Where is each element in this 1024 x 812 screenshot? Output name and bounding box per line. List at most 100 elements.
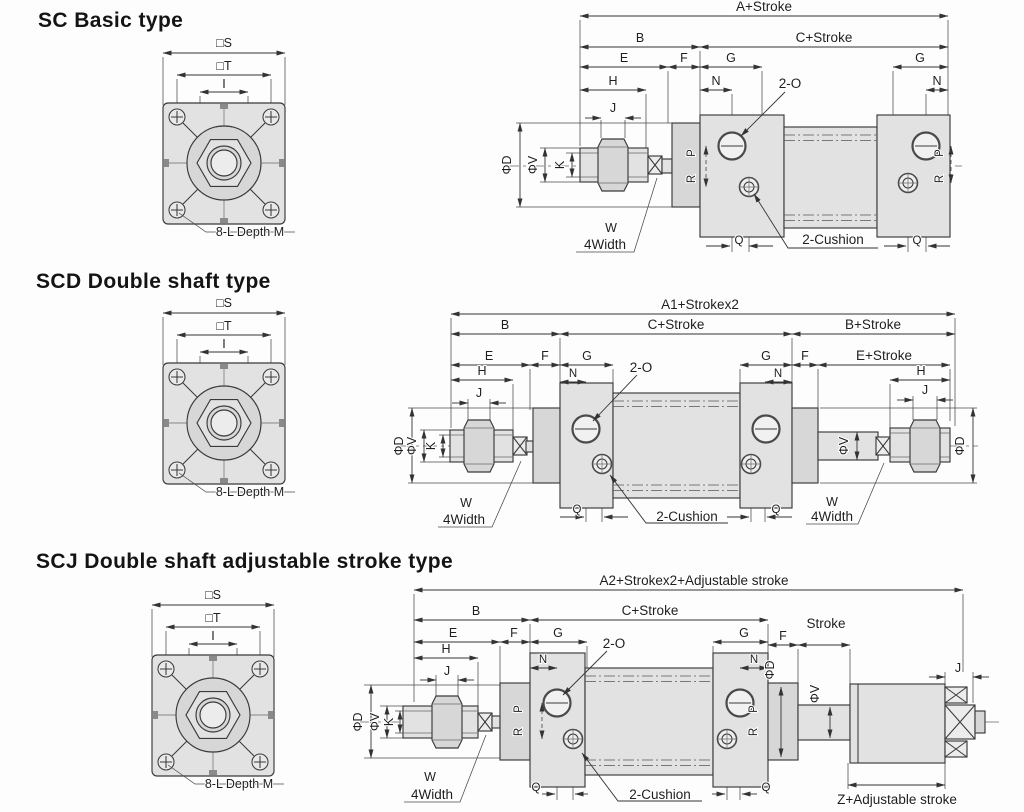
dim-i: I bbox=[222, 77, 225, 91]
cushion-screw-left bbox=[738, 176, 760, 198]
rod-stub-left bbox=[525, 440, 534, 453]
dim-r-right: R bbox=[748, 728, 760, 736]
dim-j-left: J bbox=[444, 664, 450, 678]
dim-h: H bbox=[441, 642, 450, 656]
dim-f-right: F bbox=[779, 629, 787, 643]
dim-stroke: Stroke bbox=[806, 616, 845, 631]
dim-k: K bbox=[382, 717, 396, 726]
dim-g-right: G bbox=[739, 626, 749, 640]
dim-phi-d-right: ΦD bbox=[953, 436, 967, 455]
dim-n-left: N bbox=[539, 654, 547, 666]
dim-g-left: G bbox=[726, 51, 736, 65]
dim-j-right: J bbox=[922, 383, 928, 397]
dim-phi-v-right: ΦV bbox=[837, 436, 851, 455]
dim-q-right: Q bbox=[762, 782, 771, 794]
cushion-screw-right bbox=[897, 172, 919, 194]
dim-square-s: □S bbox=[216, 296, 232, 310]
scj-front-view: □S □T I 8-L Depth M bbox=[152, 587, 284, 792]
dim-g-right: G bbox=[915, 51, 925, 65]
cushion-leader bbox=[609, 474, 728, 524]
dim-j-right: J bbox=[955, 661, 961, 675]
dim-p-left: P bbox=[686, 149, 698, 157]
shaft-right bbox=[817, 431, 879, 461]
port-label: 2-O bbox=[603, 636, 626, 651]
dim-w: W bbox=[424, 770, 436, 784]
front-flange bbox=[671, 122, 701, 208]
cushion-label: 2-Cushion bbox=[629, 787, 691, 802]
wrench-flat-right bbox=[875, 436, 891, 456]
width-leader-left bbox=[438, 460, 522, 528]
dim-r-right: R bbox=[934, 175, 946, 183]
dim-phi-v-left: ΦV bbox=[368, 712, 382, 731]
dim-i: I bbox=[222, 337, 225, 351]
scd-side-view: A1+Strokex2 B C+Stroke B+Stroke E F G G … bbox=[391, 296, 978, 528]
section-title-scd: SCD Double shaft type bbox=[36, 270, 271, 293]
dim-square-t: □T bbox=[216, 59, 232, 73]
dim-e-stroke: E+Stroke bbox=[856, 348, 912, 363]
dim-4width-left: 4Width bbox=[443, 512, 485, 527]
rear-cover bbox=[712, 652, 769, 788]
wrench-flat-left bbox=[512, 436, 528, 456]
cylinder-tube bbox=[783, 126, 878, 229]
dim-e: E bbox=[485, 349, 493, 363]
dim-n-right: N bbox=[750, 654, 758, 666]
dim-i: I bbox=[211, 629, 214, 643]
dim-f-right: F bbox=[801, 349, 809, 363]
scj-side-view: A2+Strokex2+Adjustable stroke B C+Stroke… bbox=[350, 572, 1000, 808]
dim-j: J bbox=[610, 101, 616, 115]
width-leader bbox=[576, 177, 658, 253]
rear-plate bbox=[767, 682, 799, 761]
port-label: 2-O bbox=[779, 76, 802, 91]
cushion-label: 2-Cushion bbox=[802, 232, 864, 247]
dim-a-stroke: A+Stroke bbox=[736, 0, 792, 14]
dim-b: B bbox=[472, 604, 480, 618]
cushion-leader bbox=[581, 752, 702, 802]
dim-g-right: G bbox=[761, 349, 771, 363]
dim-p-right: P bbox=[934, 149, 946, 157]
dim-b: B bbox=[636, 31, 644, 45]
cushion-leader bbox=[753, 193, 878, 249]
dim-n-left: N bbox=[711, 74, 720, 88]
dim-q-right: Q bbox=[772, 504, 781, 516]
scd-front-view: □S □T I 8-L Depth M bbox=[163, 295, 295, 500]
dim-square-s: □S bbox=[205, 588, 221, 602]
dim-k: K bbox=[553, 160, 567, 169]
rear-flange bbox=[791, 407, 819, 484]
rod-stub bbox=[491, 715, 501, 729]
port-leader bbox=[562, 650, 608, 696]
dim-r-left: R bbox=[686, 175, 698, 183]
dim-w: W bbox=[605, 221, 617, 235]
screw-note: 8-L Depth M bbox=[216, 225, 284, 239]
cushion-screw-left bbox=[562, 728, 584, 750]
dim-4width: 4Width bbox=[584, 237, 626, 252]
rear-cover bbox=[739, 382, 793, 509]
width-leader bbox=[404, 734, 487, 803]
sc-side-view: A+Stroke B C+Stroke E F G G H N N J 2-O … bbox=[499, 0, 962, 253]
cushion-screw-right bbox=[716, 728, 738, 750]
dim-phi-d-right: ΦD bbox=[763, 660, 777, 679]
screw-note: 8-L Depth M bbox=[216, 485, 284, 499]
head-cover bbox=[699, 114, 785, 238]
port-hole-left bbox=[571, 414, 601, 444]
dim-phi-v-left: ΦV bbox=[405, 436, 419, 455]
dim-b: B bbox=[501, 318, 509, 332]
port-label: 2-O bbox=[630, 360, 653, 375]
dim-r-left: R bbox=[513, 728, 525, 736]
front-flange bbox=[499, 682, 531, 761]
adjust-housing bbox=[849, 683, 946, 764]
cushion-screw-right bbox=[740, 453, 762, 475]
dim-q-right: Q bbox=[913, 235, 922, 247]
rod-nut bbox=[597, 138, 629, 192]
cushion-screw-left bbox=[591, 453, 613, 475]
wrench-flat bbox=[477, 712, 493, 732]
dim-q-left: Q bbox=[573, 504, 582, 516]
dim-c-stroke: C+Stroke bbox=[648, 317, 705, 332]
port-hole-left bbox=[717, 131, 747, 161]
dim-w-right: W bbox=[826, 495, 838, 509]
dim-phi-d-left: ΦD bbox=[392, 436, 406, 455]
dim-f: F bbox=[680, 51, 688, 65]
dim-e: E bbox=[449, 626, 457, 640]
port-hole-left bbox=[542, 688, 572, 718]
dim-c-stroke: C+Stroke bbox=[796, 30, 853, 45]
